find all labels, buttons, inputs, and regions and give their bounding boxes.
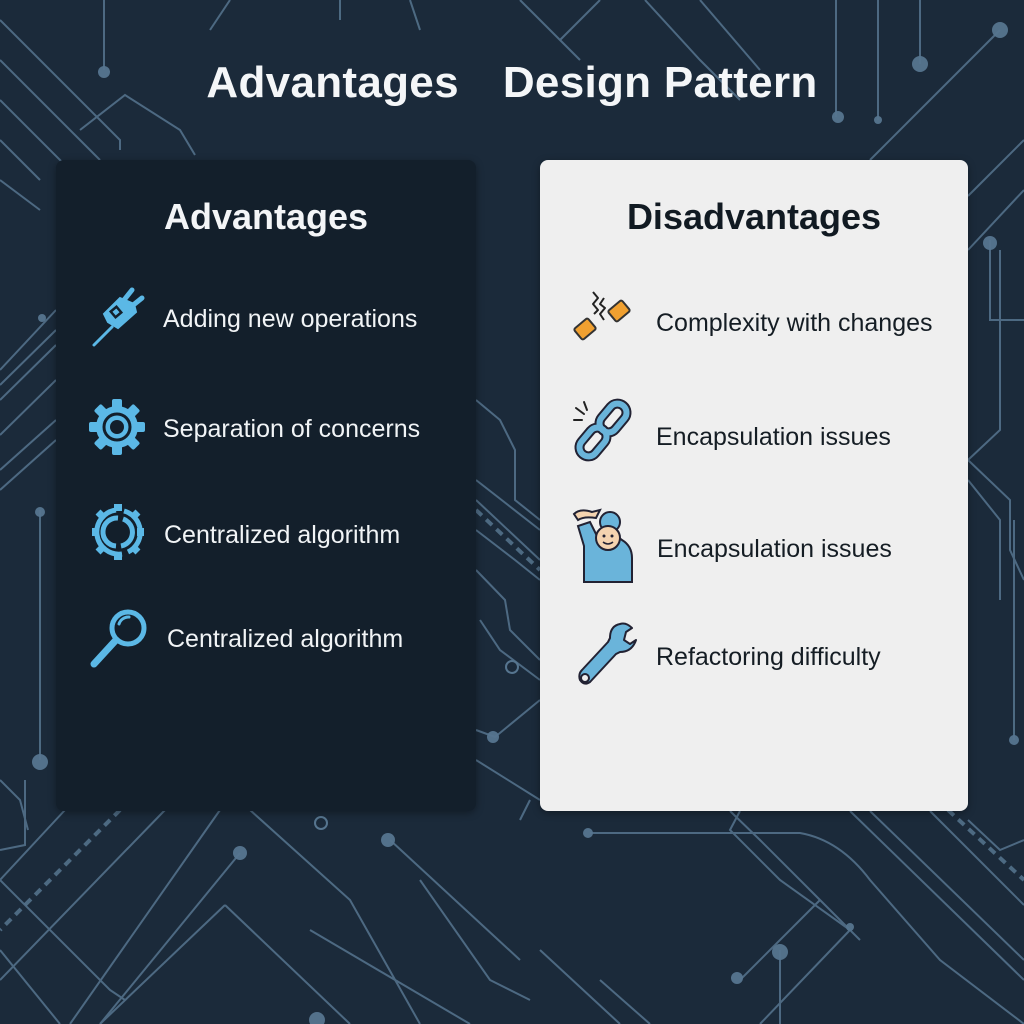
disadvantage-label: Encapsulation issues: [656, 423, 891, 451]
person-raising-hand-icon: [570, 506, 636, 583]
advantage-item: Centralized algorithm: [56, 500, 476, 570]
gear-icon: [86, 396, 152, 462]
plug-icon: [86, 284, 152, 350]
disadvantage-item: Encapsulation issues: [540, 398, 968, 470]
page-title-part-1: Advantages: [206, 58, 459, 107]
broken-connection-icon: [568, 286, 634, 352]
cycle-gear-icon: [88, 502, 154, 568]
disadvantages-panel: Disadvantages Complexity with changes: [540, 160, 968, 811]
page-title: Advantages Design Pattern: [0, 58, 1024, 108]
advantage-label: Separation of concerns: [163, 415, 421, 443]
disadvantage-item: Complexity with changes: [540, 286, 968, 356]
magnifier-icon: [88, 604, 154, 670]
disadvantage-label: Complexity with changes: [656, 309, 933, 337]
advantage-item: Adding new operations: [56, 284, 476, 354]
advantages-title: Advantages: [163, 196, 369, 237]
advantage-item: Centralized algorithm: [56, 604, 476, 674]
disadvantage-item: Refactoring difficulty: [540, 620, 968, 690]
disadvantage-label: Encapsulation issues: [657, 535, 892, 563]
advantages-panel: Advantages Adding new operations: [56, 160, 476, 811]
broken-chain-link-icon: [570, 396, 636, 462]
wrench-icon: [572, 620, 638, 686]
advantage-item: Separation of concerns: [56, 394, 476, 464]
disadvantages-title: Disadvantages: [626, 196, 882, 237]
disadvantage-item: Encapsulation issues: [540, 506, 968, 583]
disadvantage-label: Refactoring difficulty: [656, 643, 881, 671]
page-title-part-2: Design Pattern: [502, 58, 818, 107]
advantage-label: Centralized algorithm: [164, 521, 401, 549]
advantage-label: Adding new operations: [163, 305, 418, 333]
advantage-label: Centralized algorithm: [167, 625, 404, 653]
